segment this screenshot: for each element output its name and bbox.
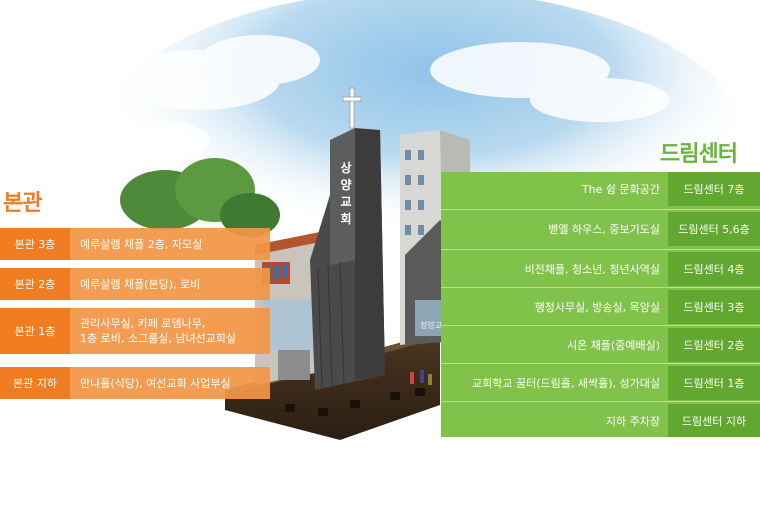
main-floor-row-basement[interactable]: 본관 지하 만나홀(식당), 여선교회 사업부실 — [0, 367, 270, 399]
floor-description-line: 예루살렘 채플(본당), 로비 — [80, 277, 201, 291]
tower-name-char: 회 — [340, 212, 352, 226]
row-divider — [441, 249, 760, 250]
dream-floor-row-basement[interactable]: 지하 주차장 드림센터 지하 — [441, 404, 760, 437]
floor-tag: 드림센터 지하 — [668, 404, 760, 437]
floor-tag: 본관 3층 — [0, 228, 70, 260]
row-divider — [441, 209, 760, 210]
floor-description: 교회학교 꿈터(드림홀, 새싹홀), 성가대실 — [472, 377, 660, 390]
dream-floor-row-5-6[interactable]: 벧엘 하우스, 중보기도실 드림센터 5,6층 — [441, 212, 760, 246]
floor-description: 예루살렘 채플 2층, 자모실 — [70, 228, 270, 260]
floor-description: 지하 주차장 — [605, 414, 660, 428]
main-floor-row-1[interactable]: 본관 1층 관리사무실, 카페 로뎀나무, 1층 로비, 소그룹실, 남녀선교회… — [0, 308, 270, 354]
tower-name-char: 교 — [340, 195, 352, 209]
floor-description: 만나홀(식당), 여선교회 사업부실 — [70, 367, 270, 399]
floor-tag: 드림센터 2층 — [668, 328, 760, 362]
floor-tag: 드림센터 1층 — [668, 366, 760, 400]
dream-floor-row-4[interactable]: 비전채플, 청소년, 청년사역실 드림센터 4층 — [441, 252, 760, 286]
main-floor-row-3[interactable]: 본관 3층 예루살렘 채플 2층, 자모실 — [0, 228, 270, 260]
floor-tag: 드림센터 4층 — [668, 252, 760, 286]
floor-description: 예루살렘 채플(본당), 로비 — [70, 268, 270, 300]
people-figures — [410, 370, 432, 385]
dream-floor-row-1[interactable]: 교회학교 꿈터(드림홀, 새싹홀), 성가대실 드림센터 1층 — [441, 366, 760, 400]
floor-tag: 드림센터 5,6층 — [668, 212, 760, 246]
floor-description: 관리사무실, 카페 로뎀나무, 1층 로비, 소그룹실, 남녀선교회실 — [70, 308, 270, 354]
main-floor-row-2[interactable]: 본관 2층 예루살렘 채플(본당), 로비 — [0, 268, 270, 300]
dream-floor-row-7[interactable]: The 쉼 문화공간 드림센터 7층 — [441, 172, 760, 206]
trees — [120, 158, 280, 237]
tower-name-char: 양 — [340, 178, 352, 192]
cross-icon — [342, 87, 362, 129]
floor-description-line: 만나홀(식당), 여선교회 사업부실 — [80, 376, 231, 390]
floor-description: 시온 채플(중예배실) — [566, 339, 660, 352]
floor-tag: 본관 지하 — [0, 367, 70, 399]
floor-description: 행정사무실, 방송실, 목양실 — [534, 301, 660, 314]
floor-tag: 본관 1층 — [0, 308, 70, 354]
dream-center-title: 드림센터 — [660, 142, 738, 167]
tower-name-char: 상 — [340, 161, 352, 175]
dream-center-sign: 청양교회 — [420, 321, 450, 330]
floor-description: 비전채플, 청소년, 청년사역실 — [524, 263, 660, 276]
floor-description: 벧엘 하우스, 중보기도실 — [548, 223, 660, 236]
row-divider — [441, 287, 760, 288]
floor-description: The 쉼 문화공간 — [581, 183, 660, 196]
row-divider — [441, 401, 760, 402]
bell-tower — [310, 128, 385, 390]
clouds — [90, 35, 670, 160]
row-divider — [441, 363, 760, 364]
basement-windows — [285, 388, 425, 416]
floor-description-line: 1층 로비, 소그룹실, 남녀선교회실 — [80, 332, 237, 345]
dream-floor-row-2[interactable]: 시온 채플(중예배실) 드림센터 2층 — [441, 328, 760, 362]
row-divider — [441, 325, 760, 326]
tower-name: 상 양 교 회 — [339, 160, 353, 228]
main-building-title: 본관 — [3, 191, 42, 216]
floor-tag: 본관 2층 — [0, 268, 70, 300]
dream-center-floor-list: The 쉼 문화공간 드림센터 7층 벧엘 하우스, 중보기도실 드림센터 5,… — [441, 172, 760, 437]
dream-floor-row-3[interactable]: 행정사무실, 방송실, 목양실 드림센터 3층 — [441, 290, 760, 324]
floor-description-line: 관리사무실, 카페 로뎀나무, — [80, 317, 206, 330]
floor-tag: 드림센터 7층 — [668, 172, 760, 206]
floor-description-line: 예루살렘 채플 2층, 자모실 — [80, 237, 203, 251]
floor-tag: 드림센터 3층 — [668, 290, 760, 324]
